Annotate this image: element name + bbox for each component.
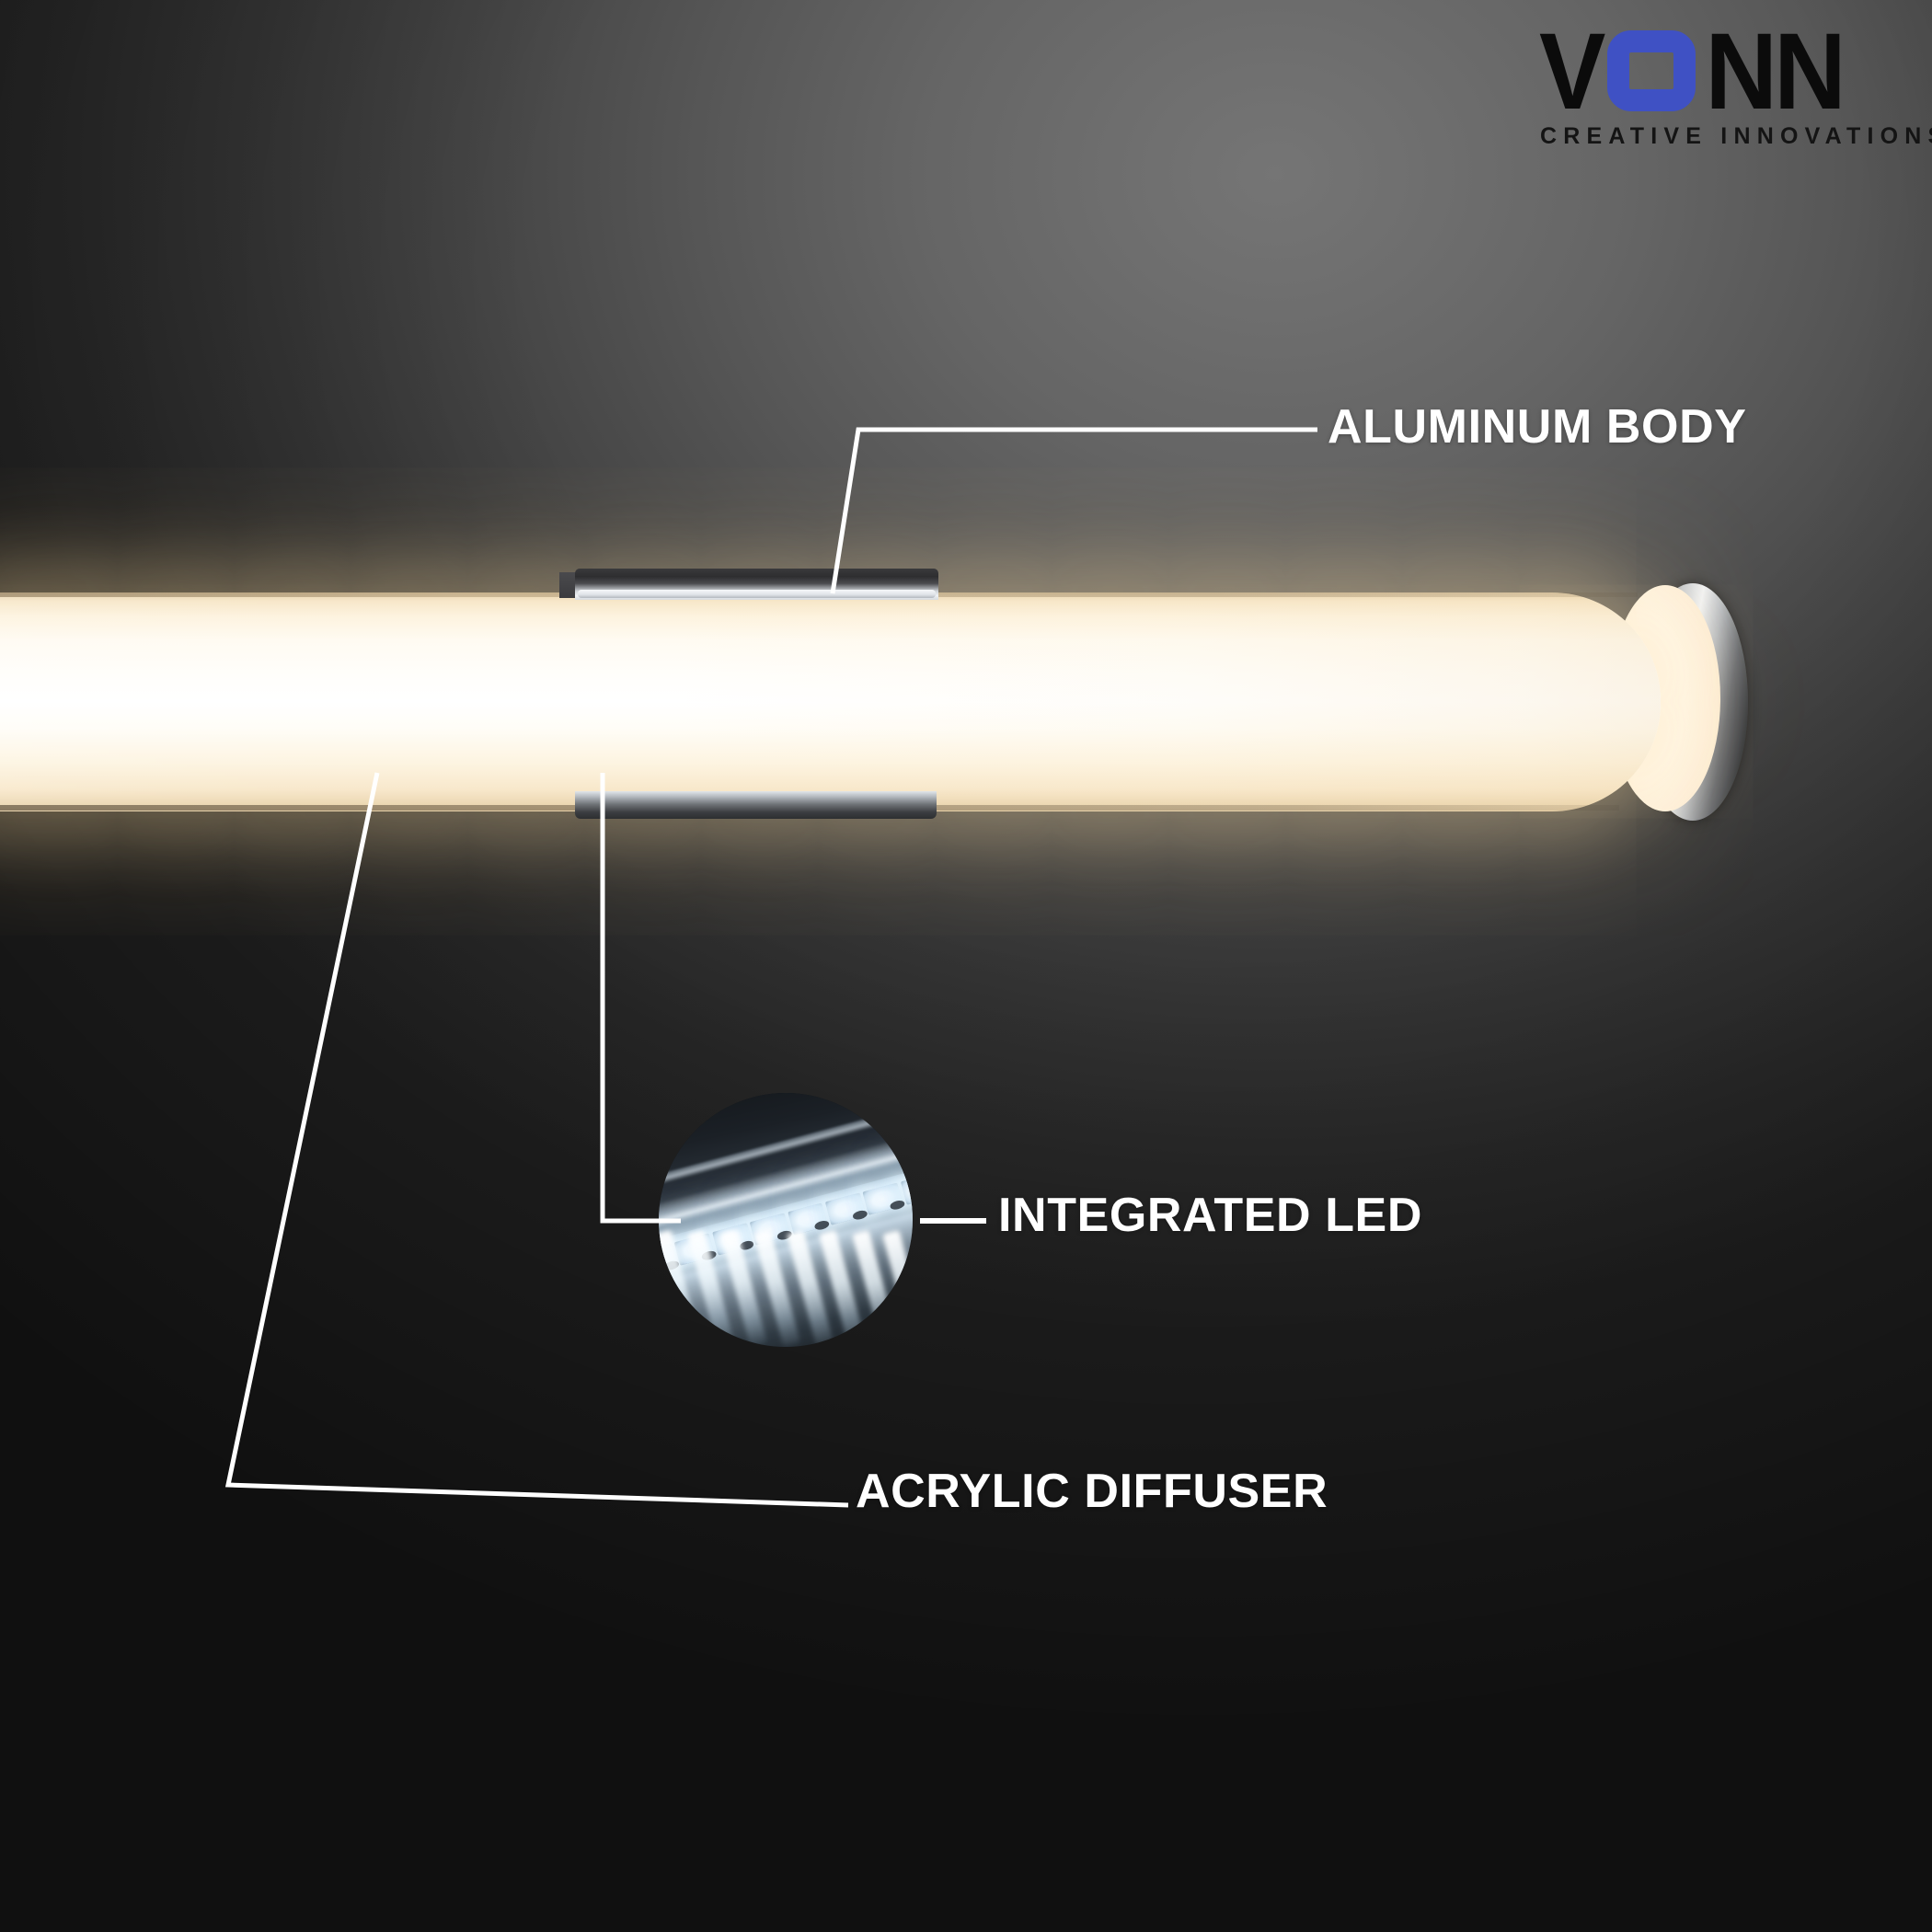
led-solder-pad xyxy=(813,1220,831,1232)
logo-o-square-icon xyxy=(1606,30,1696,111)
callout-label-acrylic-diffuser: ACRYLIC DIFFUSER xyxy=(856,1465,1328,1518)
bracket-top-highlight xyxy=(578,590,936,598)
logo-letters-nn: NN xyxy=(1705,11,1846,132)
callout-label-aluminum-body: ALUMINUM BODY xyxy=(1328,400,1747,454)
led-diode xyxy=(787,1202,829,1236)
led-macro-detail-circle xyxy=(659,1093,913,1347)
logo-letter-v: V xyxy=(1538,11,1605,132)
logo-letter-o-accent xyxy=(1606,30,1696,113)
aluminum-body-bracket-bottom xyxy=(575,791,937,819)
led-diode xyxy=(824,1192,867,1226)
callout-label-integrated-led: INTEGRATED LED xyxy=(998,1189,1422,1242)
diffuser-sheen-overlay xyxy=(0,592,1661,811)
logo-wordmark: V NN xyxy=(1536,17,1904,126)
vonn-brand-logo: V NN CREATIVE INNOVATIONS xyxy=(1536,17,1932,150)
led-diode xyxy=(862,1182,904,1216)
led-vanity-light-fixture xyxy=(0,569,1748,828)
